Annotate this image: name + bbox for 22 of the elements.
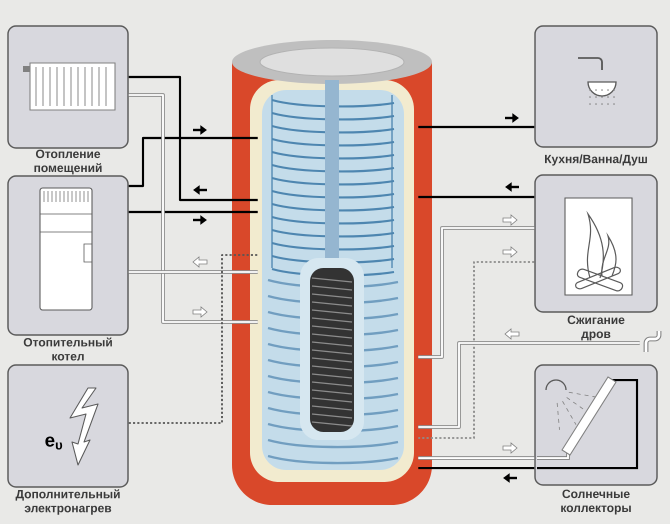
symbol-text: e$_{υ}$: [45, 436, 62, 450]
panel-label: Отопление помещений: [34, 150, 102, 174]
panel-label: Дополнительный электронагрев: [16, 489, 120, 515]
pipe-line: [418, 466, 534, 470]
panel-label: Отопительный котел: [24, 337, 112, 361]
pipe-line: [418, 196, 534, 198]
pipe-line: [128, 76, 258, 202]
pipe-line: [418, 126, 534, 128]
pipe-line: [128, 270, 258, 274]
water-tank-drawing: [232, 40, 432, 505]
panel-label: Сжигание дров: [568, 316, 624, 340]
tap-icon: [644, 331, 662, 352]
pipe-line: [128, 254, 258, 424]
pipe-line: [418, 341, 640, 429]
pipe-line: [128, 210, 258, 214]
panel-label: Кухня/Ванна/Душ: [545, 154, 647, 166]
pipe-line: [128, 136, 258, 188]
panel-label: Солнечные коллекторы: [561, 490, 631, 514]
pipe-line: [418, 456, 534, 460]
pipe-line: [418, 261, 534, 439]
pipe-line: [418, 226, 534, 359]
pipe-line: [128, 93, 258, 324]
